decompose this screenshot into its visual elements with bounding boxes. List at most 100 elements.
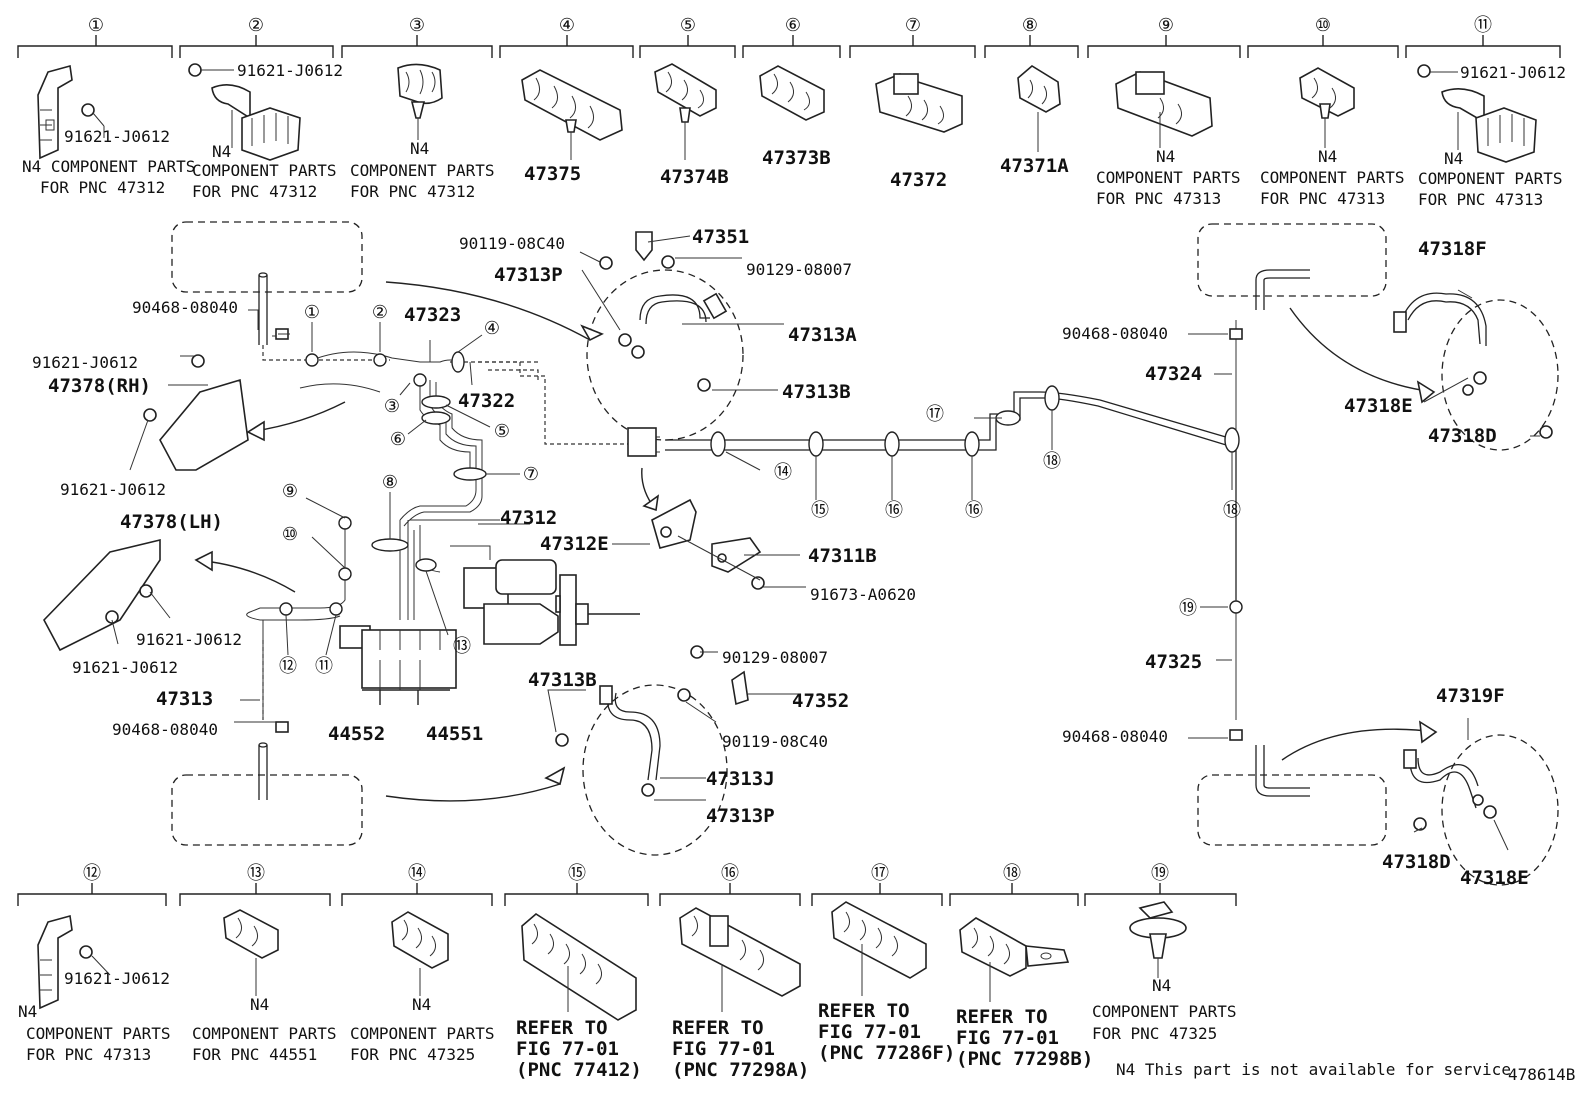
clip-icon — [275, 721, 289, 733]
refer-note: FIG 77-01 — [672, 1038, 775, 1060]
clip-icon — [1229, 328, 1243, 340]
clip-icon — [397, 63, 443, 119]
multi-clamp-icon — [391, 911, 449, 969]
part-number-label: 47318E — [1344, 395, 1413, 417]
component-note: FOR PNC 47312 — [350, 182, 475, 201]
multi-clamp-icon — [679, 907, 801, 997]
schematic-area: ① ② ③ ④ ⑤ ⑥ ⑦ ⑧ ⑨ ⑩ ⑪ ⑫ ⑬ ⑭ ⑮ ⑯ ⑯ ⑰ ⑱ ⑱ … — [32, 221, 1559, 889]
n4-mark: N4 — [412, 995, 431, 1014]
bottom-callout-number: ⑰ — [871, 863, 889, 884]
component-note: COMPONENT PARTS — [350, 161, 495, 180]
component-note: FOR PNC 47312 — [40, 178, 165, 197]
part-number-label: 90468-08040 — [132, 298, 238, 317]
clamp-bracket-icon — [211, 84, 301, 161]
n4-mark: N4 — [1318, 147, 1337, 166]
component-note: COMPONENT PARTS — [1092, 1002, 1237, 1021]
part-number-label: 91621-J0612 — [72, 658, 178, 677]
component-note: FOR PNC 47312 — [192, 182, 317, 201]
part-number-label: 47311B — [808, 545, 877, 567]
detail-circle — [1441, 299, 1559, 451]
part-number-label: 47313P — [706, 805, 775, 827]
top-callout-number: ③ — [409, 15, 425, 36]
n4-mark: N4 — [250, 995, 269, 1014]
diagram-callout: ⑱ — [1043, 451, 1061, 472]
bolt-icon — [105, 610, 119, 624]
brake-bracket — [43, 231, 749, 706]
bolt-icon — [188, 63, 234, 77]
bolt-icon — [751, 576, 806, 590]
brake-hose — [1393, 292, 1487, 396]
bolt-icon — [143, 408, 157, 422]
component-note: N4 COMPONENT PARTS — [22, 157, 195, 176]
part-number-label: 47351 — [692, 226, 749, 248]
top-callout-number: ⑦ — [905, 15, 921, 36]
refer-note: (PNC 77412) — [516, 1059, 642, 1081]
n4-mark: N4 — [1156, 147, 1175, 166]
bolt-icon — [555, 733, 569, 747]
part-number-label: 47313 — [156, 688, 213, 710]
refer-note: (PNC 77298A) — [672, 1059, 809, 1081]
bolt-icon — [79, 945, 111, 976]
top-callout-number: ⑩ — [1315, 15, 1331, 36]
bolt-icon — [1413, 817, 1427, 831]
part-number-label: 47323 — [404, 304, 461, 326]
part-number-label: 47352 — [792, 690, 849, 712]
component-note: FOR PNC 47313 — [1260, 189, 1385, 208]
part-number-label: 47313A — [788, 324, 857, 346]
part-number-label: 47378(LH) — [120, 511, 223, 533]
bottom-callout-number: ⑮ — [568, 863, 586, 884]
component-note: COMPONENT PARTS — [192, 161, 337, 180]
bracket-part-icon — [37, 64, 73, 160]
part-number-label: 90468-08040 — [112, 720, 218, 739]
clamp-bracket-icon — [1441, 88, 1537, 163]
part-number-label: 47325 — [1145, 651, 1202, 673]
clip-icon — [1299, 67, 1355, 119]
bolt-icon — [191, 354, 205, 368]
part-number-label: 47318D — [1382, 851, 1451, 873]
part-number-label: 47318D — [1428, 425, 1497, 447]
component-note: COMPONENT PARTS — [1418, 169, 1563, 188]
diagram-callout: ⑫ — [279, 656, 297, 677]
master-cylinder — [463, 559, 640, 646]
n4-mark: N4 — [410, 139, 429, 158]
part-number-label: 91673-A0620 — [810, 585, 916, 604]
bolt-icon — [661, 255, 675, 269]
refer-note: (PNC 77286F) — [818, 1042, 955, 1064]
top-callout-number: ⑧ — [1022, 15, 1038, 36]
bolt-icon — [677, 688, 691, 702]
part-number-label: 90468-08040 — [1062, 324, 1168, 343]
bottom-callout-number: ⑬ — [247, 863, 265, 884]
part-number-label: 90119-08C40 — [722, 732, 828, 751]
component-note: COMPONENT PARTS — [1096, 168, 1241, 187]
diagram-callout: ⑩ — [282, 524, 298, 545]
part-number-label: 44552 — [328, 723, 385, 745]
diagram-callout: ⑯ — [965, 500, 983, 521]
part-number-label: 91621-J0612 — [60, 480, 166, 499]
refer-note: FIG 77-01 — [818, 1021, 921, 1043]
part-number-label: 91621-J0612 — [237, 61, 343, 80]
component-note: FOR PNC 47325 — [1092, 1024, 1217, 1043]
brake-hose — [599, 685, 661, 797]
part-number-label: 90119-08C40 — [459, 234, 565, 253]
part-number-label: 47371A — [1000, 155, 1069, 177]
component-note: FOR PNC 47325 — [350, 1045, 475, 1064]
part-number-label: 47313B — [782, 381, 851, 403]
multi-clamp-icon — [521, 913, 637, 1021]
vehicle-outline-box — [1197, 223, 1387, 297]
part-number-label: 91621-J0612 — [64, 127, 170, 146]
part-number-label: 90129-08007 — [746, 260, 852, 279]
part-number-label: 91621-J0612 — [136, 630, 242, 649]
detail-circle — [582, 684, 728, 856]
diagram-callout: ⑰ — [926, 404, 944, 425]
part-number-label: 47313B — [528, 669, 597, 691]
diagram-callout: ⑭ — [774, 462, 792, 483]
part-number-label: 44551 — [426, 723, 483, 745]
brake-hose — [1403, 749, 1497, 819]
part-number-label: 90468-08040 — [1062, 727, 1168, 746]
bolt-icon — [599, 256, 613, 270]
bolt-icon — [697, 378, 711, 392]
component-note: COMPONENT PARTS — [1260, 168, 1405, 187]
part-number-label: 47313P — [494, 264, 563, 286]
n4-mark: N4 — [212, 142, 231, 161]
flow-arrow — [194, 281, 1438, 802]
